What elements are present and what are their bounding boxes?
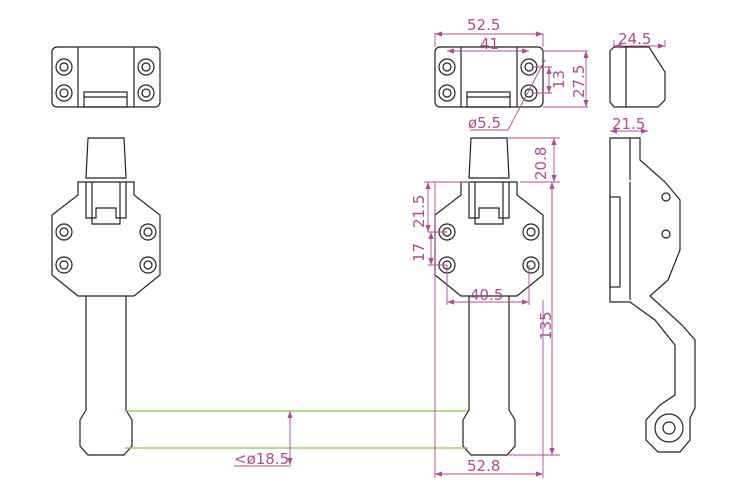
dim-base-width: 52.8	[467, 457, 500, 475]
dim-bracket-upper: 21.5	[410, 195, 428, 228]
dim-hole-spacing-y: 13	[550, 70, 568, 89]
dim-plate-height: 27.5	[570, 65, 588, 98]
left-handle	[51, 137, 161, 456]
dim-overall-height: 135	[537, 311, 555, 340]
dim-side-offset: 21.5	[612, 115, 645, 133]
connecting-bar	[125, 410, 468, 449]
dim-bar-diameter: <ø18.5	[234, 450, 289, 468]
dim-cap-height: 20.8	[532, 147, 550, 180]
dim-bracket-hole-spacing: 17	[410, 243, 428, 262]
dim-hole-spacing-x: 41	[480, 35, 499, 53]
dim-side-depth: 24.5	[618, 30, 651, 48]
right-top-plate	[434, 46, 544, 108]
side-view-handle	[609, 137, 696, 453]
dimensions: 52.5 41 13 27.5 ø5.5 24.5 21.5 20.8 21.5…	[234, 16, 666, 478]
dim-hole-diameter: ø5.5	[468, 114, 501, 132]
dim-plate-width: 52.5	[467, 16, 500, 34]
side-view-plate	[609, 46, 666, 108]
dim-bracket-width: 40.5	[470, 286, 503, 304]
left-top-plate	[51, 46, 161, 108]
